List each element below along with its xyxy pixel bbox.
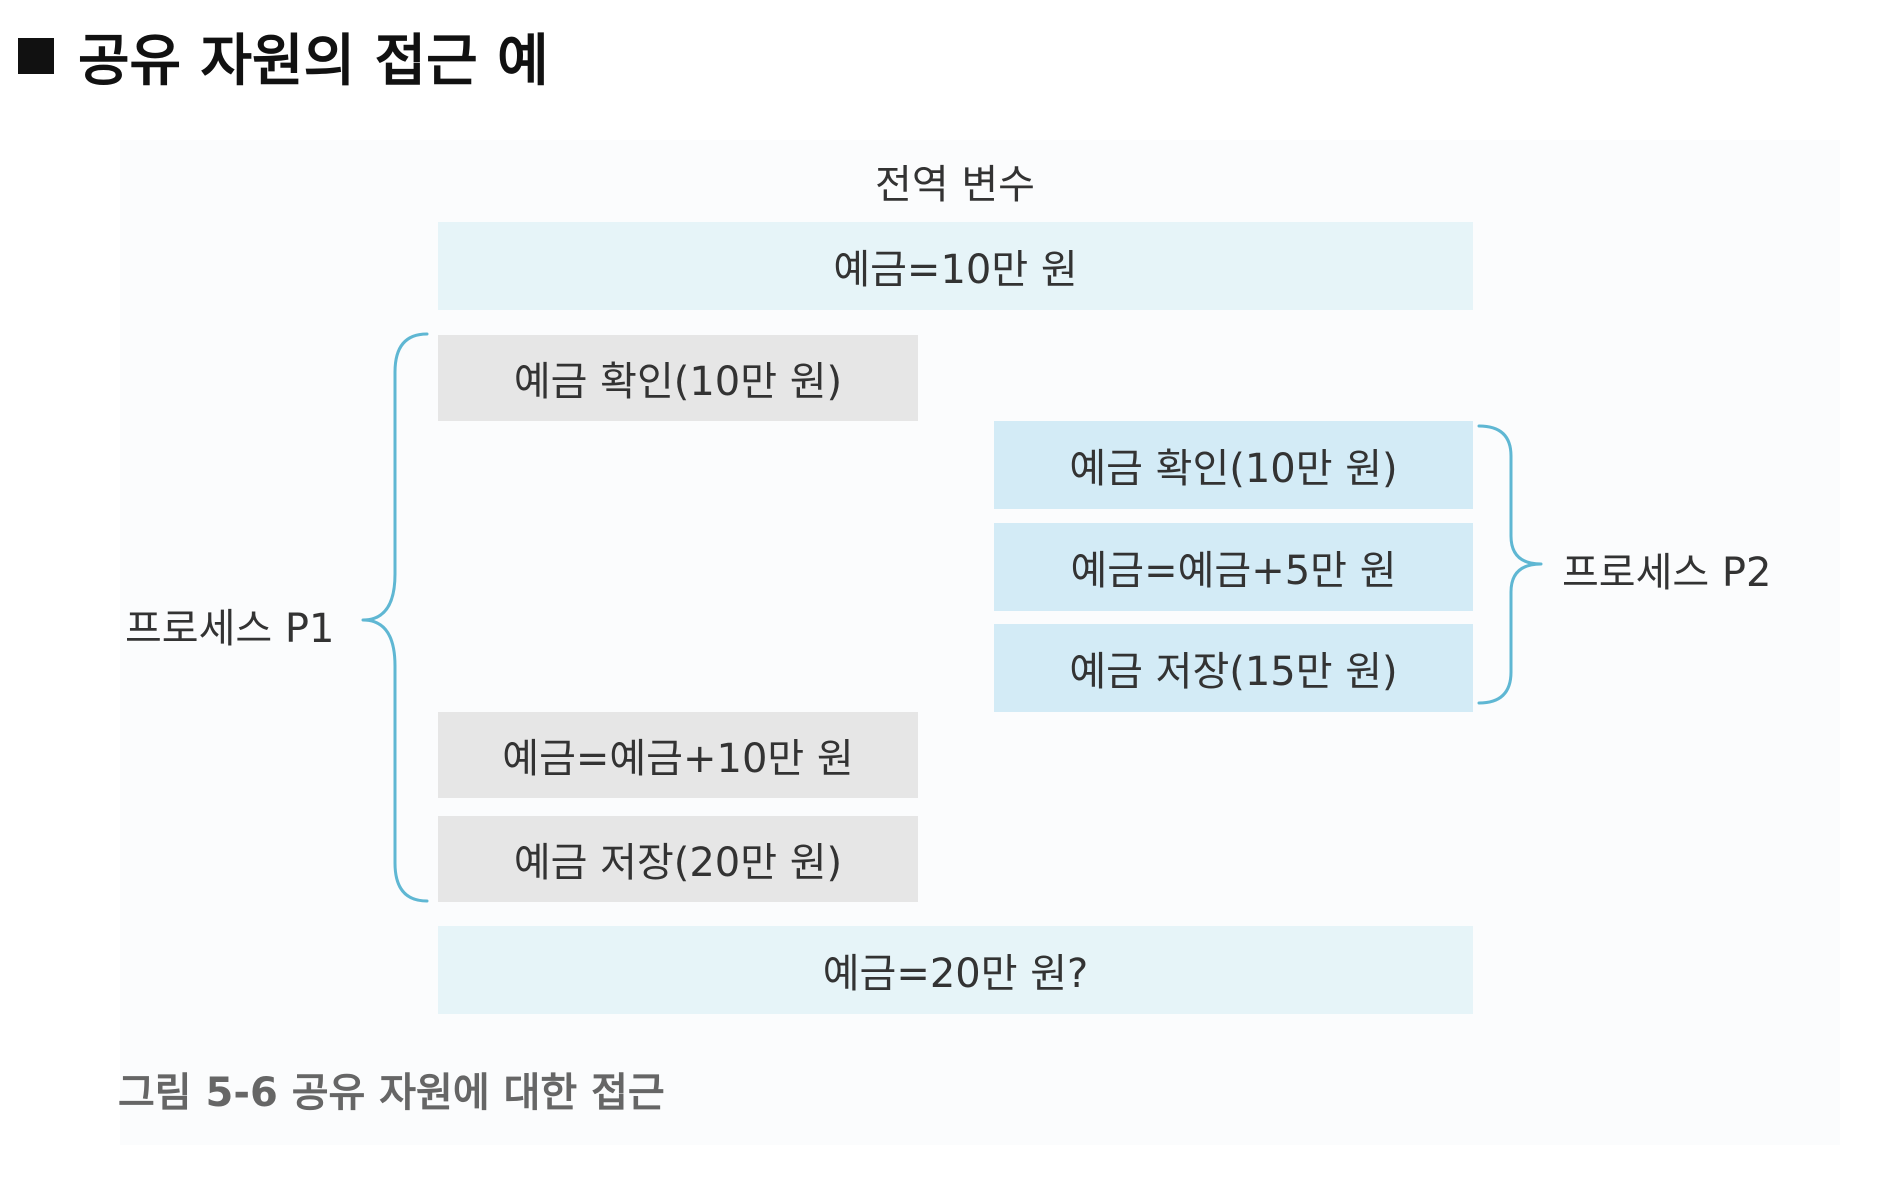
section-title: 공유 자원의 접근 예 (78, 28, 549, 94)
process-p2-label: 프로세스 P2 (1562, 550, 1772, 596)
global-deposit-initial: 예금=10만 원 (438, 222, 1473, 310)
p2-step-check: 예금 확인(10만 원) (994, 421, 1473, 509)
p2-step-add: 예금=예금+5만 원 (994, 523, 1473, 611)
p1-step-check: 예금 확인(10만 원) (438, 335, 918, 421)
process-p1-label: 프로세스 P1 (125, 606, 335, 652)
p1-step-add: 예금=예금+10만 원 (438, 712, 918, 798)
figure-caption: 그림 5-6 공유 자원에 대한 접근 (118, 1070, 665, 1116)
black-square-icon (18, 38, 54, 74)
p1-brace-icon (361, 332, 429, 903)
global-deposit-final: 예금=20만 원? (438, 926, 1473, 1014)
p2-step-store: 예금 저장(15만 원) (994, 624, 1473, 712)
p1-step-store: 예금 저장(20만 원) (438, 816, 918, 902)
p2-brace-icon (1477, 424, 1543, 705)
global-variable-label: 전역 변수 (875, 162, 1035, 208)
section-heading: 공유 자원의 접근 예 (18, 18, 549, 94)
